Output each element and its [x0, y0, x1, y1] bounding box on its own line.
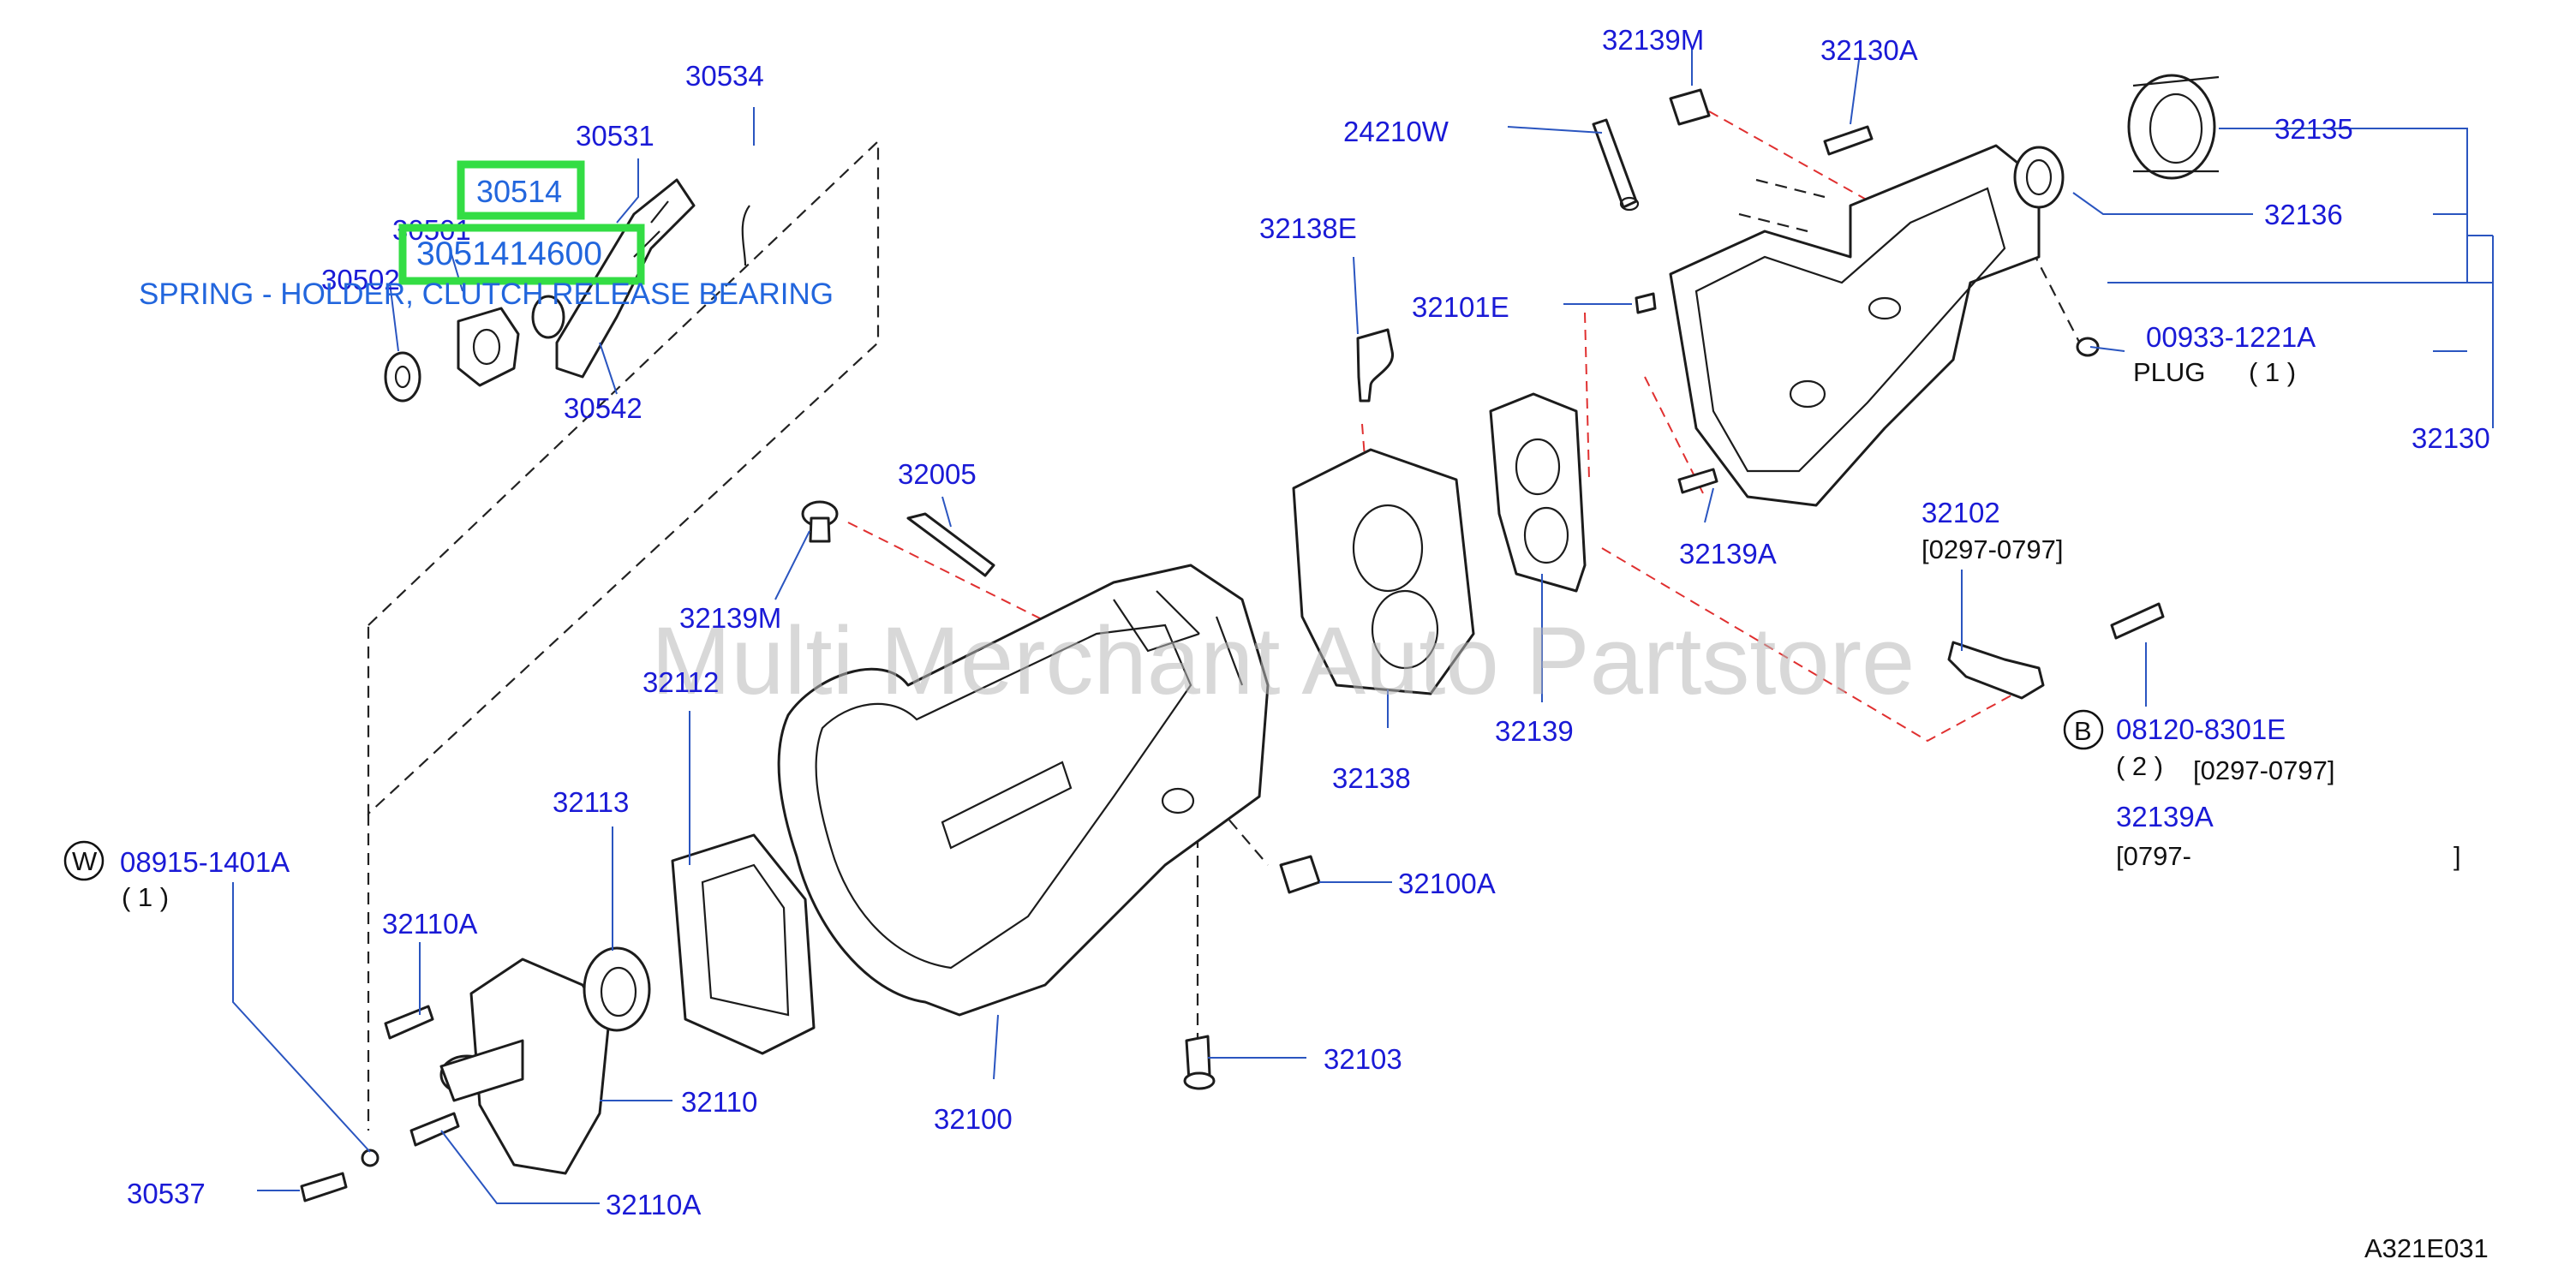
align-line-1 [1708, 110, 1886, 211]
label-32136[interactable]: 32136 [2264, 199, 2343, 230]
front-cover-32110 [469, 958, 610, 1175]
bearing-30502 [384, 351, 421, 403]
front-cover-group [300, 833, 816, 1202]
label-30534[interactable]: 30534 [685, 60, 764, 92]
label-00933-1221A[interactable]: 00933-1221A [2146, 321, 2316, 353]
rear-case-dash [1738, 178, 1826, 233]
highlight-box-small [457, 160, 585, 220]
label-32139A-low[interactable]: 32139A [2116, 801, 2214, 832]
label-32102[interactable]: 32102 [1922, 497, 2000, 528]
breather-32100A [1279, 855, 1321, 894]
label-32110A-top[interactable]: 32110A [382, 908, 477, 940]
sensor-32005 [906, 512, 995, 577]
label-30537[interactable]: 30537 [127, 1178, 206, 1209]
label-32139M-mid[interactable]: 32139M [679, 602, 781, 634]
bolt-32130A [1823, 125, 1874, 156]
label-32138E[interactable]: 32138E [1259, 212, 1357, 244]
label-32100A[interactable]: 32100A [1398, 868, 1496, 899]
highlighted-part: 30514 3051414600 SPRING - HOLDER, CLUTCH… [139, 160, 834, 311]
holder-spring [531, 295, 565, 339]
label-32139A-mid[interactable]: 32139A [1679, 538, 1777, 570]
highlight-full-number[interactable]: 3051414600 [416, 236, 602, 272]
highlight-description: SPRING - HOLDER, CLUTCH RELEASE BEARING [139, 277, 834, 311]
bolt-30537 [300, 1172, 348, 1202]
label-32005[interactable]: 32005 [898, 458, 977, 490]
leader-lines [232, 47, 2494, 1204]
adapter-plate-32138 [1292, 448, 1475, 695]
bracket-group [1947, 602, 2165, 700]
label-32135[interactable]: 32135 [2274, 113, 2353, 145]
plug-caption: PLUG [2133, 357, 2205, 387]
label-32112[interactable]: 32112 [643, 666, 719, 698]
part-labels: 30534 30531 30501 30502 30542 32139M 321… [63, 24, 2490, 1220]
label-08915-quantity: ( 1 ) [122, 882, 169, 912]
callout-w-circle [63, 840, 105, 881]
bolt-32110A-bottom [409, 1112, 460, 1147]
seal-32113 [583, 946, 651, 1032]
label-32139M-top[interactable]: 32139M [1602, 24, 1704, 56]
plug-quantity: ( 1 ) [2249, 357, 2296, 387]
sensor-group [801, 500, 995, 577]
label-32130[interactable]: 32130 [2412, 422, 2490, 454]
seal-32136 [2013, 146, 2065, 209]
label-32139A-range-start: [0797- [2116, 841, 2191, 871]
label-08120-quantity: ( 2 ) [2116, 751, 2163, 781]
highlight-part-number[interactable]: 30514 [476, 174, 562, 209]
gasket-32139 [1489, 392, 1587, 593]
label-08120-8301E[interactable]: 08120-8301E [2116, 713, 2286, 745]
label-30531[interactable]: 30531 [576, 120, 654, 152]
highlight-box-large [398, 224, 645, 285]
label-32102-range: [0297-0797] [1922, 534, 2063, 564]
washer-08915 [361, 1149, 380, 1167]
label-08915-1401A[interactable]: 08915-1401A [120, 846, 290, 878]
label-32100[interactable]: 32100 [934, 1103, 1013, 1135]
bearing-30501 [457, 307, 520, 387]
label-32139[interactable]: 32139 [1495, 715, 1574, 747]
label-32139A-range-end: ] [2453, 841, 2461, 871]
label-24210W[interactable]: 24210W [1343, 116, 1449, 147]
clip-30534 [741, 205, 750, 266]
label-32130A[interactable]: 32130A [1820, 34, 1918, 66]
bolt-08120 [2110, 602, 2165, 640]
clutch-housing-32100 [777, 564, 1321, 1090]
label-32101E[interactable]: 32101E [1412, 291, 1509, 323]
bolt-dash [1216, 804, 1269, 866]
bolt-32139A-mid [1677, 468, 1718, 494]
bracket-32102 [1947, 641, 2045, 700]
adapter-plate-group [1292, 292, 1718, 695]
label-32138[interactable]: 32138 [1332, 762, 1411, 794]
rear-case-32130 [1592, 74, 2220, 507]
label-08120-range: [0297-0797] [2193, 755, 2334, 785]
plug-32139M-top [1669, 88, 1711, 126]
label-32113[interactable]: 32113 [553, 786, 629, 818]
bolt-32110A-top [384, 1005, 434, 1040]
watermark: Multi Merchant Auto Partstore [651, 607, 1915, 714]
label-32110A-bottom[interactable]: 32110A [606, 1189, 701, 1220]
plug-00933 [2076, 337, 2100, 357]
label-32103[interactable]: 32103 [1324, 1043, 1402, 1075]
release-assembly-outline [367, 139, 880, 816]
gasket-32112 [671, 833, 816, 1055]
callout-b: B [2074, 716, 2092, 746]
align-line-4 [1601, 547, 2031, 743]
label-30542[interactable]: 30542 [564, 392, 643, 424]
label-30502[interactable]: 30502 [321, 264, 400, 295]
bushing-32135 [2127, 74, 2216, 180]
pin-32101E [1635, 292, 1657, 314]
fitting-32138E [1356, 328, 1394, 403]
align-line-5 [1361, 423, 1367, 480]
diagram-code: A321E031 [2364, 1233, 2489, 1263]
label-32110[interactable]: 32110 [681, 1086, 757, 1118]
callout-w: W [72, 846, 98, 876]
align-line-2 [847, 522, 1072, 635]
callout-b-circle [2063, 709, 2104, 750]
